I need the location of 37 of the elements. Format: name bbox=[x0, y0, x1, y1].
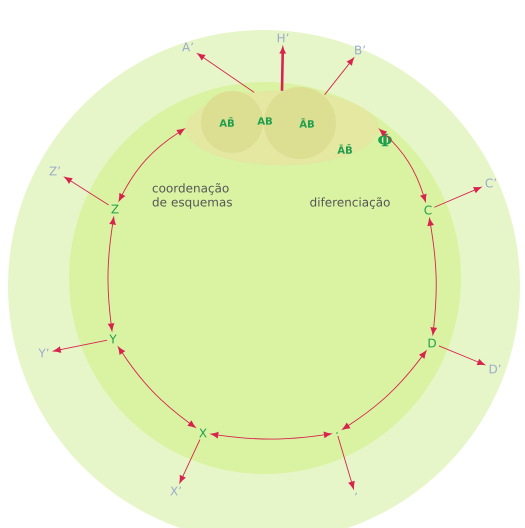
venn-label: ĀB̄ bbox=[337, 144, 352, 154]
prime-label: C’ bbox=[486, 178, 496, 188]
prime-label: X’ bbox=[170, 486, 181, 496]
arrow bbox=[342, 350, 426, 430]
process-label: coordenação de esquemas bbox=[152, 183, 232, 209]
arrow bbox=[118, 346, 196, 428]
arrow bbox=[324, 58, 354, 96]
prime-label: H’ bbox=[278, 34, 288, 42]
arrow bbox=[434, 186, 482, 208]
prime-label: ’ bbox=[355, 492, 357, 496]
venn-label: AB bbox=[257, 117, 272, 125]
stage-label: Y bbox=[109, 334, 117, 344]
prime-label: Y’ bbox=[38, 348, 49, 358]
prime-label: Z’ bbox=[50, 166, 60, 176]
arrow bbox=[118, 128, 185, 202]
prime-label: A’ bbox=[182, 42, 193, 52]
arrow bbox=[64, 176, 110, 206]
arrow bbox=[438, 345, 486, 366]
arrow bbox=[210, 432, 332, 440]
stage-label: D bbox=[428, 338, 436, 348]
arrow bbox=[280, 47, 286, 91]
stage-label: C bbox=[424, 205, 432, 215]
arrow bbox=[53, 340, 108, 353]
arrow bbox=[337, 436, 355, 490]
arrow bbox=[427, 218, 437, 336]
process-label: diferenciação bbox=[310, 197, 390, 209]
arrow bbox=[379, 128, 426, 202]
arrow bbox=[108, 216, 116, 332]
venn-label: AB̄ bbox=[219, 117, 234, 127]
prime-label: B’ bbox=[355, 46, 365, 54]
venn-label: ĀB bbox=[299, 118, 314, 128]
stage-label: Z bbox=[111, 204, 119, 214]
stage-label: . bbox=[336, 432, 338, 434]
stage-label: X bbox=[199, 428, 207, 438]
prime-label: D’ bbox=[490, 364, 500, 374]
arrow bbox=[179, 439, 200, 484]
arrow bbox=[197, 53, 255, 93]
